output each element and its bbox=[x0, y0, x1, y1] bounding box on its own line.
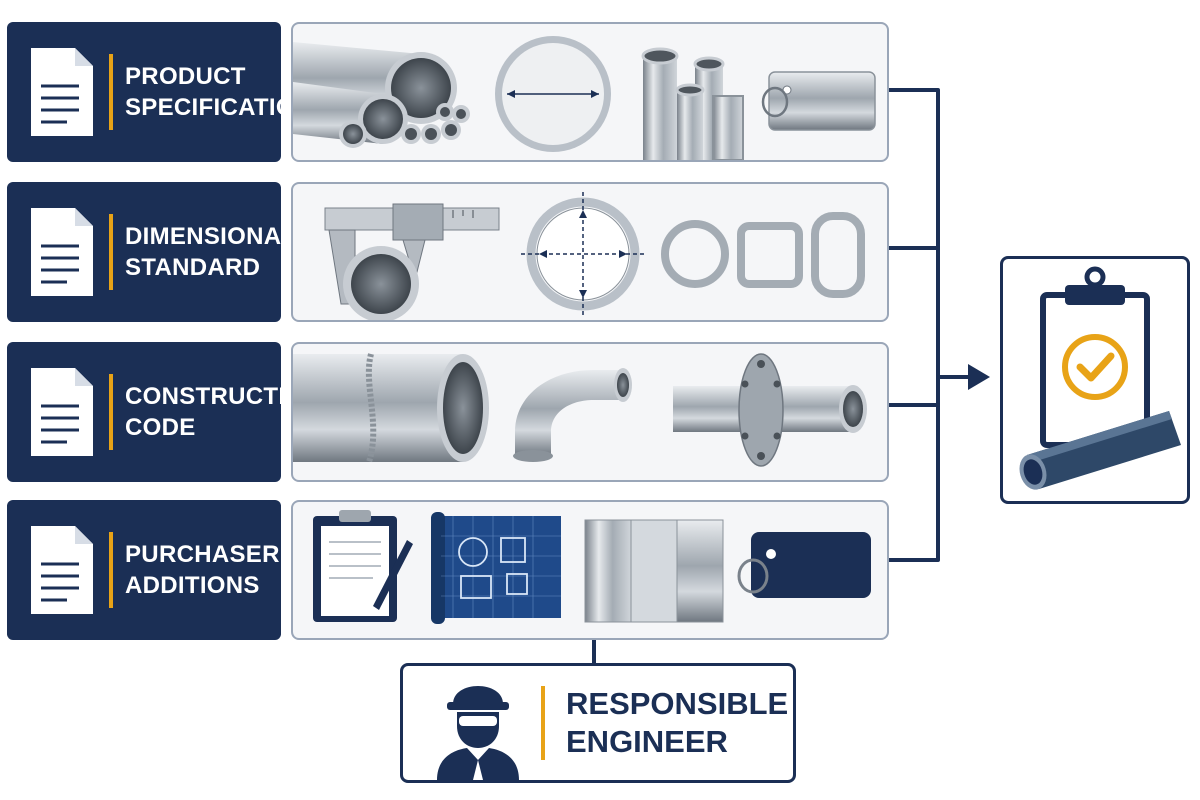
accent-bar bbox=[541, 686, 545, 760]
engineer-line2: ENGINEER bbox=[566, 724, 728, 759]
blueprint-image bbox=[431, 512, 561, 624]
image-panel-purchaser-additions bbox=[291, 500, 889, 640]
label-line1: PURCHASER bbox=[125, 541, 280, 568]
image-panel-product-specification bbox=[291, 22, 889, 162]
document-icon bbox=[31, 208, 93, 296]
diameter-crosshair-image bbox=[521, 192, 645, 316]
row-label-product-specification: PRODUCT SPECIFICATION bbox=[7, 22, 313, 162]
engineer-line1: RESPONSIBLE bbox=[566, 686, 789, 721]
image-panel-construction-code bbox=[291, 342, 889, 482]
row-label-text: DIMENSIONAL STANDARD bbox=[125, 182, 297, 322]
label-line2: SPECIFICATION bbox=[125, 94, 313, 121]
row-label-text: PURCHASER ADDITIONS bbox=[125, 500, 280, 640]
welded-pipe-image bbox=[293, 353, 489, 463]
label-line2: ADDITIONS bbox=[125, 572, 260, 599]
approved-result-box bbox=[1000, 256, 1190, 504]
clipboard-check-icon bbox=[1019, 266, 1181, 490]
ring-profiles-image bbox=[661, 212, 865, 298]
accent-bar bbox=[109, 374, 113, 450]
row-label-purchaser-additions: PURCHASER ADDITIONS bbox=[7, 500, 281, 640]
elbow-fitting-image bbox=[513, 368, 632, 462]
label-line1: PRODUCT bbox=[125, 63, 246, 90]
label-line2: CODE bbox=[125, 414, 196, 441]
accent-bar bbox=[109, 532, 113, 608]
row-label-text: PRODUCT SPECIFICATION bbox=[125, 22, 313, 162]
document-icon bbox=[31, 526, 93, 614]
pipe-icon bbox=[1019, 411, 1181, 490]
flanged-pipe-image bbox=[673, 353, 867, 467]
arrow-head bbox=[968, 364, 990, 390]
caliper-measuring-pipe-image bbox=[324, 203, 500, 320]
label-line1: DIMENSIONAL bbox=[125, 223, 297, 250]
blue-tag-image bbox=[737, 532, 871, 598]
clipboard-and-pen-image bbox=[313, 510, 413, 622]
row-label-text: CONSTRUCTION CODE bbox=[125, 342, 322, 482]
tube-shapes-image bbox=[641, 47, 744, 160]
row-label-dimensional-standard: DIMENSIONAL STANDARD bbox=[7, 182, 297, 322]
metal-finish-samples-image bbox=[584, 519, 724, 623]
image-panel-dimensional-standard bbox=[291, 182, 889, 322]
metal-tag-image bbox=[761, 71, 876, 131]
label-line2: STANDARD bbox=[125, 254, 261, 281]
pipe-bundle-image bbox=[293, 42, 470, 148]
row-label-construction-code: CONSTRUCTION CODE bbox=[7, 342, 322, 482]
responsible-engineer-box: RESPONSIBLE ENGINEER bbox=[400, 663, 796, 783]
document-icon bbox=[31, 368, 93, 456]
accent-bar bbox=[109, 54, 113, 130]
document-icon bbox=[31, 48, 93, 136]
accent-bar bbox=[109, 214, 113, 290]
pipe-cross-section-image bbox=[495, 36, 611, 152]
label-line1: CONSTRUCTION bbox=[125, 383, 322, 410]
engineer-icon bbox=[437, 686, 519, 780]
engineer-label: RESPONSIBLE ENGINEER bbox=[566, 666, 788, 780]
